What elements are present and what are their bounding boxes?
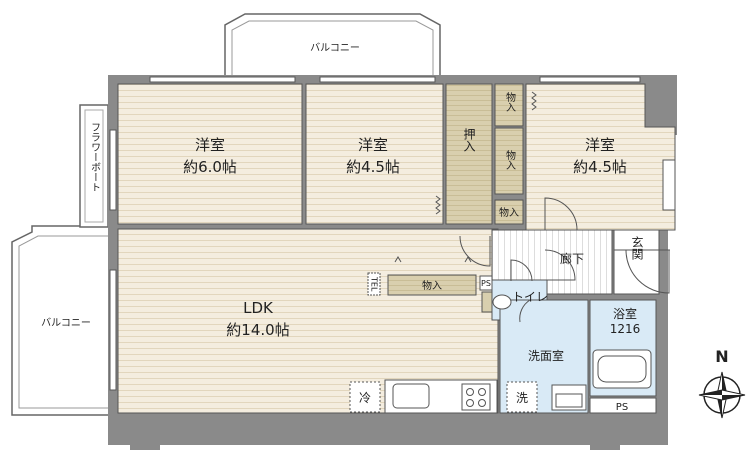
washer-label: 洗	[516, 391, 528, 405]
hallway-label: 廊下	[560, 251, 584, 266]
flower-box	[79, 104, 109, 228]
bath-size: 1216	[610, 322, 641, 336]
toilet-fixture	[481, 291, 512, 313]
balcony-left	[11, 225, 112, 416]
tel-label: TEL	[370, 276, 379, 292]
doors	[459, 197, 670, 323]
ldk-size: 約14.0帖	[226, 321, 289, 339]
closet-label: 押入	[462, 128, 476, 152]
room-western1-name: 洋室	[195, 136, 225, 154]
washer-space	[506, 381, 538, 413]
ps-small-box	[479, 275, 493, 291]
washroom-label: 洗面室	[528, 348, 564, 363]
store-c-label: 物入	[499, 206, 519, 219]
room-western2-size: 約4.5帖	[346, 158, 400, 176]
bathtub	[592, 349, 652, 389]
store-a-label: 物入	[504, 91, 516, 112]
compass-north-icon: N	[698, 347, 746, 419]
room-western2-name: 洋室	[358, 136, 388, 154]
entrance-label: 玄関	[630, 235, 644, 260]
closet-floor	[445, 83, 493, 225]
store-b-floor	[494, 127, 524, 195]
store-c-floor	[494, 199, 524, 225]
room-western2-floor	[305, 83, 444, 225]
store-b-label: 物入	[504, 149, 516, 170]
tel-marker	[367, 272, 381, 296]
flower-box-label: フラワーボート	[89, 122, 101, 192]
fridge-space	[349, 381, 381, 413]
closet-markers	[394, 91, 537, 263]
balcony-left-label: バルコニー	[41, 317, 91, 329]
room-western1-floor	[117, 83, 303, 225]
balcony-top	[224, 13, 441, 75]
ldk-name: LDK	[243, 299, 274, 317]
kitchen-counter	[384, 379, 498, 414]
windows	[109, 76, 676, 391]
toilet-label: トイレ	[512, 290, 548, 304]
room-western1-size: 約6.0帖	[183, 158, 237, 176]
room-western3-name: 洋室	[585, 136, 615, 154]
balcony-top-label: バルコニー	[310, 42, 360, 54]
ps-label: PS	[616, 402, 628, 413]
ldk-storage-floor	[387, 274, 477, 296]
fridge-label: 冷	[359, 391, 371, 405]
store-a-floor	[494, 83, 524, 127]
wash-basin	[551, 384, 587, 411]
entrance-floor	[613, 229, 660, 295]
ps-small-label: PS	[481, 279, 491, 288]
bath-name: 浴室	[613, 306, 637, 321]
store-ldk-label: 物入	[422, 279, 442, 292]
ps-box	[589, 397, 657, 414]
room-western3-size: 約4.5帖	[573, 158, 627, 176]
compass-north-label: N	[715, 347, 728, 366]
